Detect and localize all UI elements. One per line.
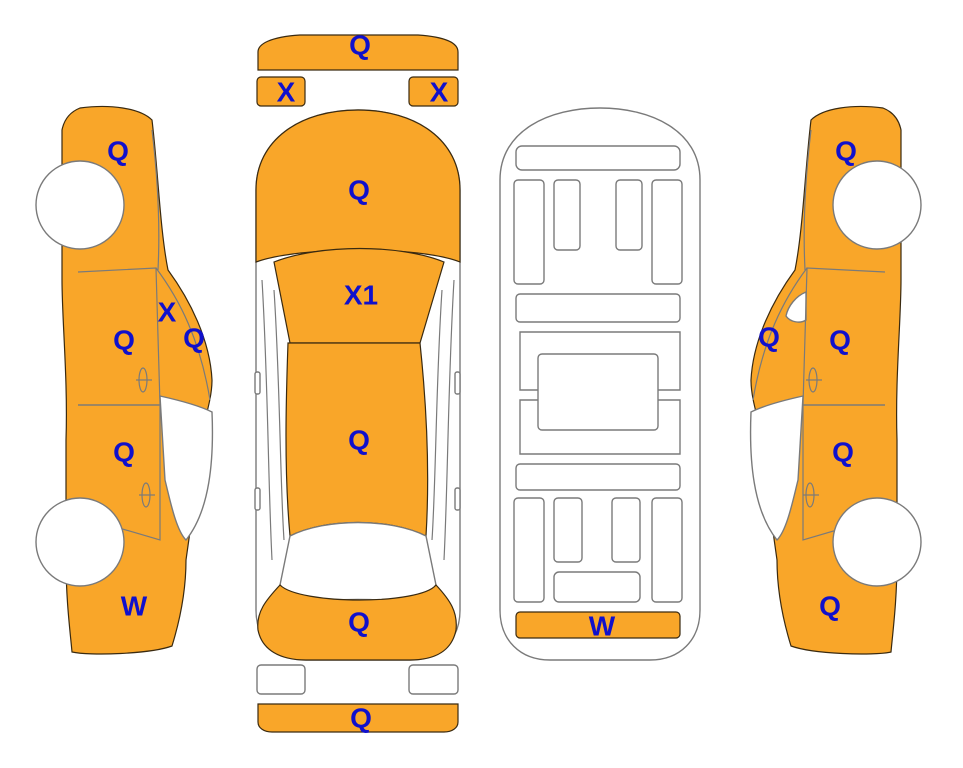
left-rear-quarter-code: W: [121, 591, 148, 622]
underbody-mid-crossmember-1[interactable]: [515, 293, 681, 323]
left-front-fender-code: Q: [107, 136, 129, 167]
left-mirror-code: X: [158, 297, 177, 328]
left-front-door-code: Q: [113, 325, 135, 356]
underbody-front-right-rail[interactable]: [651, 179, 683, 285]
left-side-view: Q X Q Q Q W: [35, 105, 214, 655]
windshield-panel[interactable]: [273, 247, 445, 344]
trunk-panel[interactable]: [257, 584, 457, 661]
underbody-rear-right-rail[interactable]: [651, 497, 683, 603]
right-rear-wheel: [832, 497, 922, 587]
right-side-marker-2: [454, 487, 461, 511]
front-bumper-code: Q: [349, 30, 371, 61]
underbody-view: W: [499, 107, 701, 661]
left-rear-door-handle[interactable]: [139, 482, 155, 508]
underbody-rear-left-box[interactable]: [553, 497, 583, 563]
right-front-fender-code: Q: [835, 136, 857, 167]
left-rear-door-code: Q: [113, 437, 135, 468]
right-side-view: Q Q Q Q Q: [749, 105, 922, 655]
right-roof-line: [803, 129, 812, 271]
right-front-door-code: Q: [829, 325, 851, 356]
right-a-pillar-line: [752, 267, 808, 401]
right-glass-area: [749, 395, 804, 542]
underbody-center-tunnel[interactable]: [537, 353, 659, 431]
left-roof-line: [151, 129, 160, 271]
underbody-rear-right-box[interactable]: [611, 497, 641, 563]
underbody-front-left-rail[interactable]: [513, 179, 545, 285]
right-mirror-shape[interactable]: [785, 290, 807, 323]
right-side-window-line: [443, 279, 455, 561]
left-door-seam-rear: [78, 404, 161, 541]
front-right-light-code: X: [430, 77, 449, 108]
right-rear-door-code: Q: [832, 437, 854, 468]
left-side-marker-1: [254, 371, 261, 395]
front-right-light-panel[interactable]: [408, 76, 459, 107]
underbody-rear-tank[interactable]: [553, 571, 641, 603]
right-rear-quarter-code: Q: [819, 591, 841, 622]
underbody-rear-code: W: [589, 611, 616, 642]
underbody-mid-crossmember-2[interactable]: [515, 463, 681, 491]
left-side-window-line: [261, 279, 273, 561]
right-front-wheel: [832, 160, 922, 250]
roof-code: Q: [348, 425, 370, 456]
rear-bumper-code: Q: [350, 703, 372, 734]
left-side-window-line-2: [273, 289, 285, 541]
rear-bumper-panel[interactable]: [257, 703, 459, 733]
right-side-window-line-2: [431, 289, 443, 541]
underbody-rear-panel[interactable]: [515, 611, 681, 639]
windshield-code: X1: [344, 280, 378, 311]
right-side-marker-1: [454, 371, 461, 395]
underbody-front-left-box[interactable]: [553, 179, 581, 251]
right-front-door-handle[interactable]: [806, 367, 822, 393]
top-view: Q X X Q X1 Q Q Q: [254, 30, 461, 734]
hood-code: Q: [348, 175, 370, 206]
front-bumper-panel[interactable]: [257, 34, 459, 71]
rear-right-light-panel[interactable]: [408, 664, 459, 695]
left-front-door-handle[interactable]: [136, 367, 152, 393]
trunk-code: Q: [348, 607, 370, 638]
right-a-pillar-code: Q: [758, 322, 780, 353]
left-front-wheel: [35, 160, 125, 250]
left-glass-area: [159, 395, 214, 542]
right-rear-door-handle[interactable]: [803, 482, 819, 508]
underbody-front-crossmember[interactable]: [515, 145, 681, 171]
left-side-marker-2: [254, 487, 261, 511]
left-a-pillar-line: [155, 267, 211, 401]
rear-left-light-panel[interactable]: [256, 664, 306, 695]
front-left-light-panel[interactable]: [256, 76, 306, 107]
rear-window-area: [279, 521, 437, 605]
left-rear-wheel: [35, 497, 125, 587]
underbody-rear-left-rail[interactable]: [513, 497, 545, 603]
underbody-front-right-box[interactable]: [615, 179, 643, 251]
left-a-pillar-code: Q: [183, 323, 205, 354]
front-left-light-code: X: [277, 77, 296, 108]
